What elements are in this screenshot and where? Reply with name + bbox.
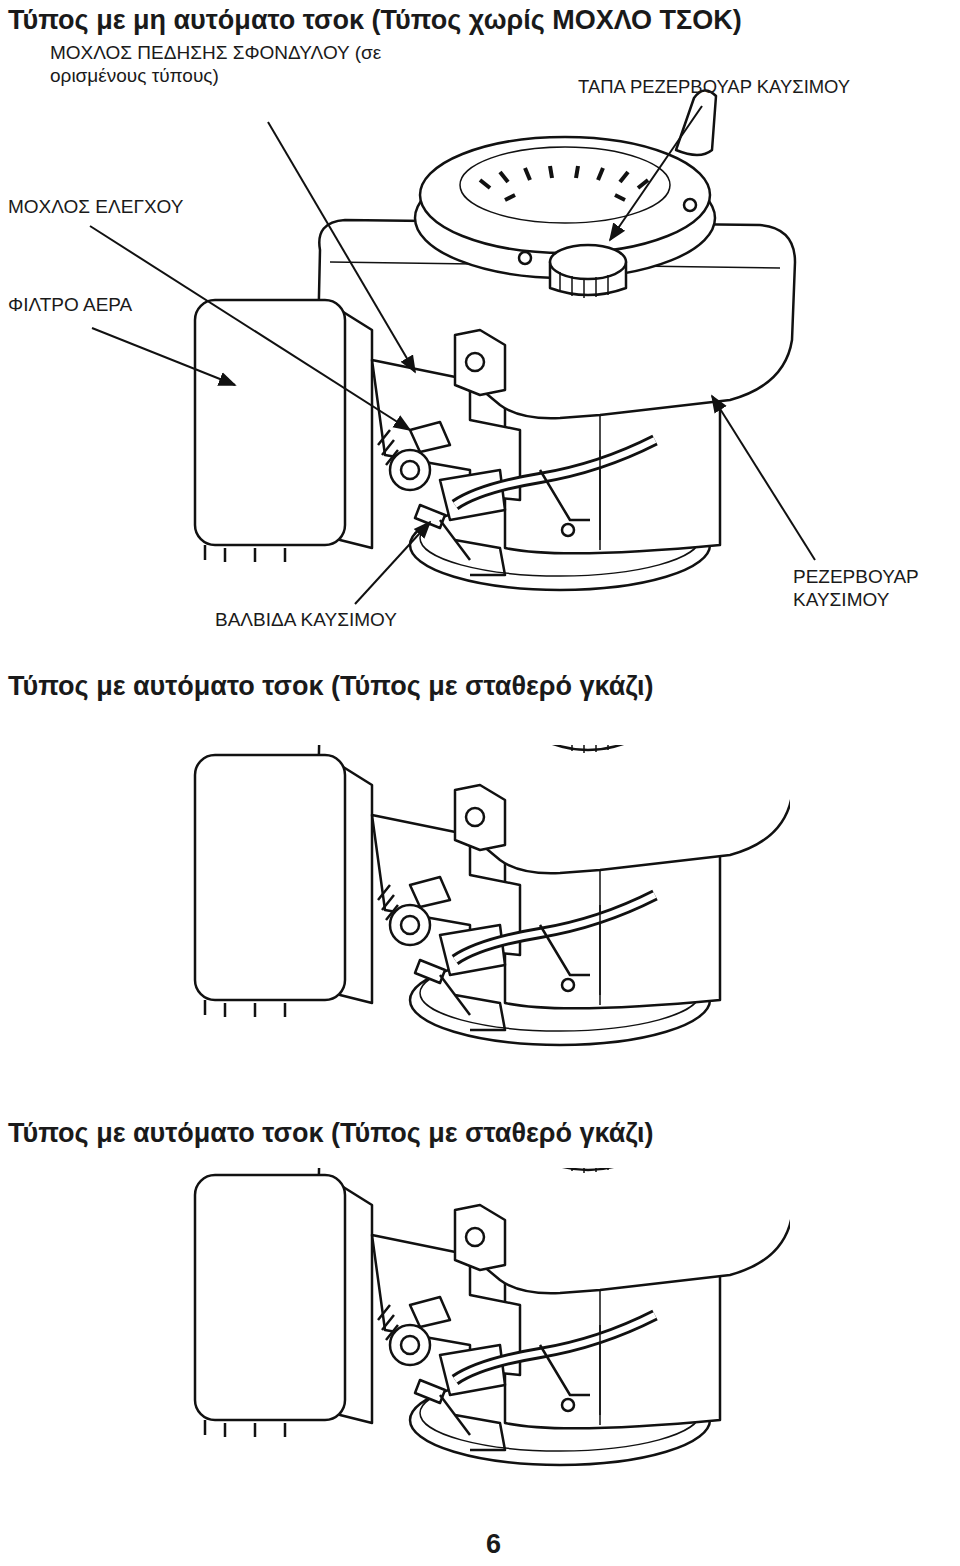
part-label: ΦΙΛΤΡΟ ΑΕΡΑ <box>8 294 308 317</box>
leader-line <box>268 122 415 372</box>
part-label: ΜΟΧΛΟΣ ΠΕΔΗΣΗΣ ΣΦΟΝΔΥΛΟΥ (σε ορισμένους … <box>50 42 410 88</box>
part-label: ΤΑΠΑ ΡΕΖΕΡΒΟΥΑΡ ΚΑΥΣΙΜΟΥ <box>578 76 958 98</box>
leader-line <box>355 522 430 604</box>
part-label: ΡΕΖΕΡΒΟΥΑΡ ΚΑΥΣΙΜΟΥ <box>793 566 953 612</box>
part-label: ΒΑΛΒΙΔΑ ΚΑΥΣΙΜΟΥ <box>215 609 515 632</box>
leader-line <box>712 396 815 560</box>
section-heading: Τύπος με μη αυτόματο τσοκ (Τύπος χωρίς Μ… <box>8 4 742 36</box>
engine-view-auto-choke <box>195 1168 790 1465</box>
section-heading: Τύπος με αυτόματο τσοκ (Τύπος με σταθερό… <box>8 670 654 702</box>
leader-line <box>92 328 235 385</box>
leader-line <box>90 226 410 430</box>
engine-view-auto-choke <box>195 745 790 1045</box>
leader-line <box>610 106 702 240</box>
part-label: ΜΟΧΛΟΣ ΕΛΕΓΧΟΥ <box>8 196 308 219</box>
section-heading: Τύπος με αυτόματο τσοκ (Τύπος με σταθερό… <box>8 1117 654 1149</box>
page-number: 6 <box>486 1528 501 1560</box>
engine-view-manual-choke <box>195 90 795 590</box>
